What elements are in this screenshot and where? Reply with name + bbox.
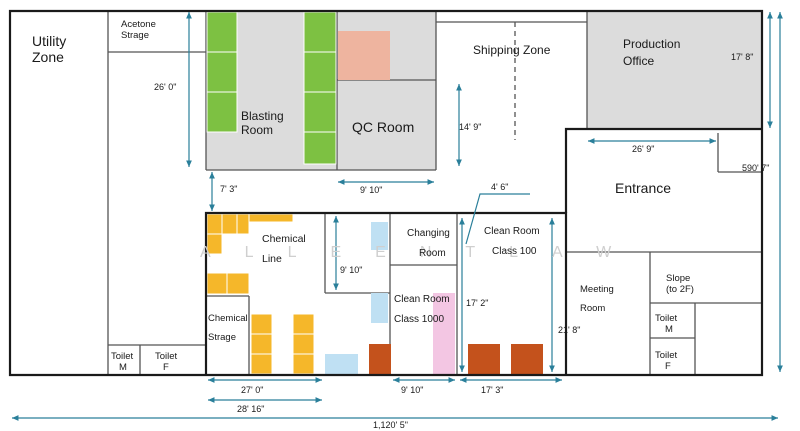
dim-17-3: 17' 3" xyxy=(481,385,504,395)
dim-27-0: 27' 0" xyxy=(241,385,264,395)
dim-7-3: 7' 3" xyxy=(220,184,238,194)
dim-9-10-qc: 9' 10" xyxy=(360,185,383,195)
dim-26-9: 26' 9" xyxy=(632,144,655,154)
dim-28-16: 28' 16" xyxy=(237,404,265,414)
dim-17-2: 17' 2" xyxy=(466,298,489,308)
qc-room-label: QC Room xyxy=(352,119,415,135)
qc-equipment xyxy=(338,31,390,80)
blasting-equipment xyxy=(206,11,337,165)
dim-9-10-bottom: 9' 10" xyxy=(401,385,424,395)
clean-room-equipment xyxy=(369,293,543,375)
dim-4-6: 4' 6" xyxy=(491,182,509,192)
dim-17-8: 17' 8" xyxy=(731,52,754,62)
shipping-zone-label: Shipping Zone xyxy=(473,43,551,57)
dim-21-8: 21' 8" xyxy=(558,325,581,335)
dim-1120-5: 1,120' 5" xyxy=(373,420,408,430)
dim-9-10-vertical: 9' 10" xyxy=(340,265,363,275)
light-blue-equipment xyxy=(325,222,388,374)
outer-walls xyxy=(8,9,764,377)
dimension-lines xyxy=(12,12,783,421)
dim-26-0: 26' 0" xyxy=(154,82,177,92)
slope-label: Slope(to 2F) xyxy=(666,273,694,295)
dim-14-9: 14' 9" xyxy=(459,122,482,132)
entrance-label: Entrance xyxy=(615,180,672,196)
watermark: ALLEENTLAW xyxy=(200,244,646,261)
dim-590-7: 590' 7" xyxy=(742,163,770,173)
production-office-zone xyxy=(587,11,762,129)
